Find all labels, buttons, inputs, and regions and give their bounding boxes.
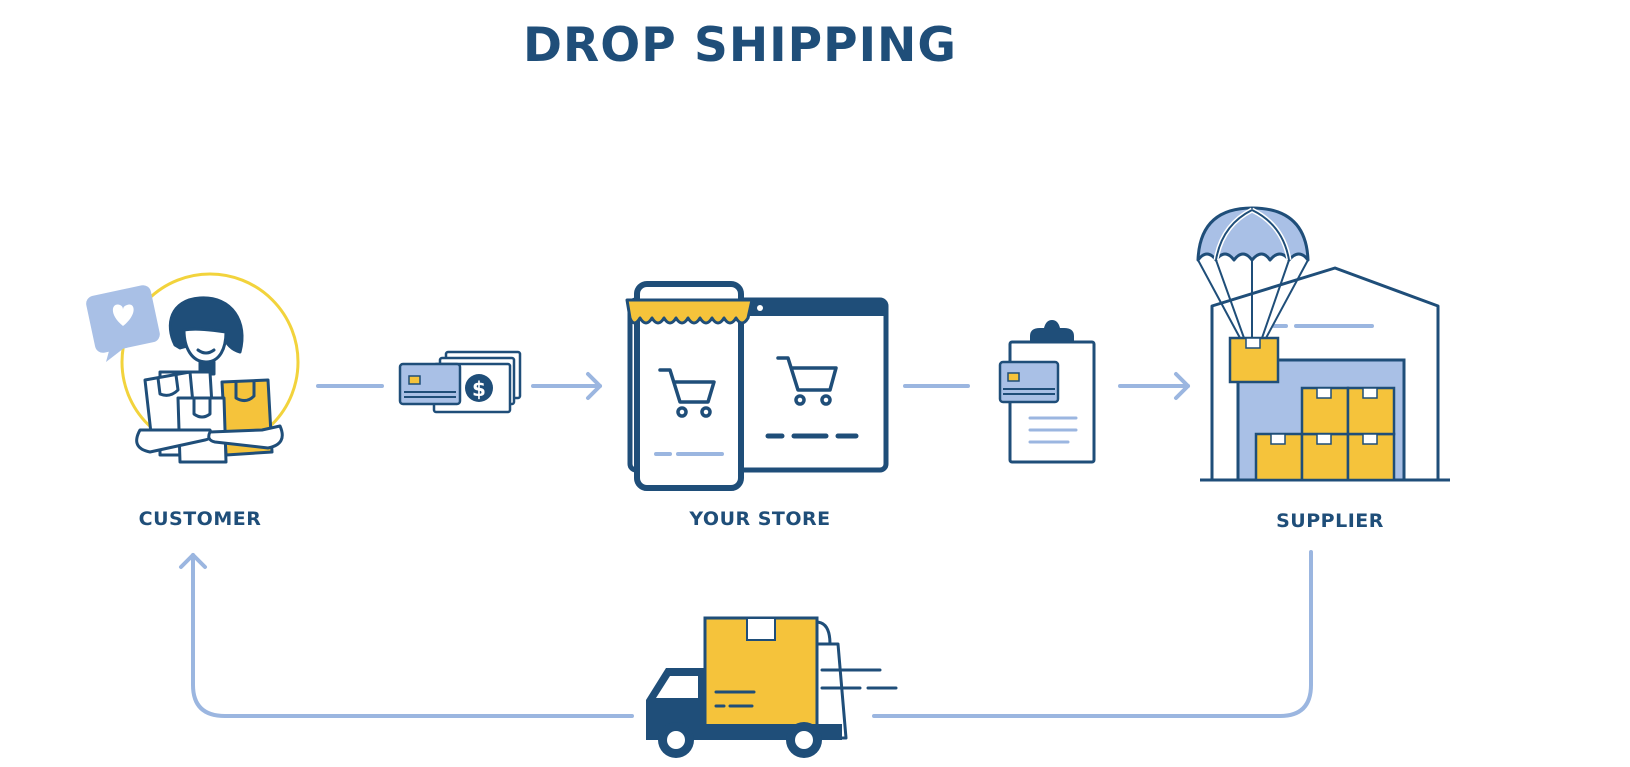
page-title: DROP SHIPPING [523, 18, 957, 73]
delivery-truck-icon [646, 616, 898, 758]
phone-store-icon [625, 281, 754, 491]
customer-label: CUSTOMER [138, 508, 262, 530]
order-clipboard-icon [998, 320, 1096, 464]
return-path-supplier [872, 550, 1313, 718]
customer-icon [86, 272, 300, 464]
return-path-customer [191, 553, 634, 718]
arrow-head-supplier [1174, 372, 1190, 400]
customer-with-bags-icon [135, 296, 284, 464]
parachute-package-icon [1196, 206, 1310, 384]
arrow-head-customer [179, 553, 207, 569]
flow-connectors [179, 372, 1313, 718]
supplier-label: SUPPLIER [1276, 510, 1384, 532]
payment-icons: $ [398, 350, 522, 414]
heart-speech-bubble-icon [86, 285, 160, 362]
store-icons [625, 281, 889, 491]
store-label: YOUR STORE [689, 508, 831, 530]
svg-text:$: $ [472, 377, 486, 401]
arrow-head-store [586, 372, 602, 400]
credit-card-icon [398, 362, 462, 406]
